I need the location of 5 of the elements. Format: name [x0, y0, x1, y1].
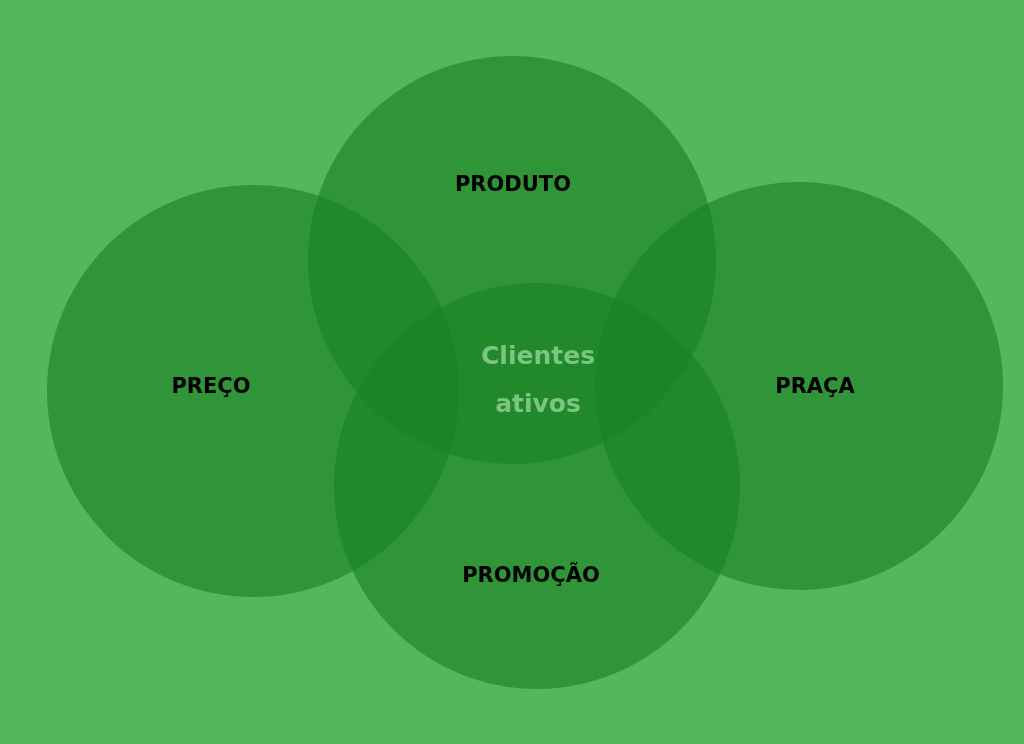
circle-label: PREÇO [171, 374, 251, 398]
circle-label: PROMOÇÃO [462, 563, 600, 587]
circle-label: PRAÇA [775, 374, 855, 398]
circle-label: PRODUTO [454, 172, 572, 196]
center-label: Clientes ativos [480, 340, 596, 420]
